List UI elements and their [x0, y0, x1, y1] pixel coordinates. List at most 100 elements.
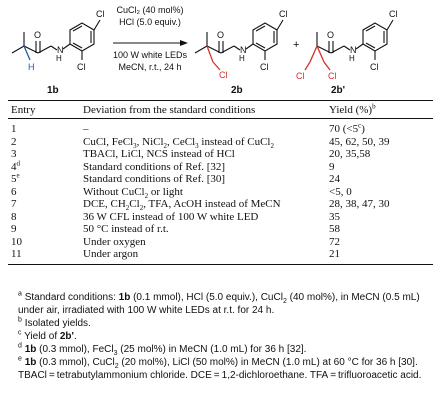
footnote-text: Yield of: [24, 331, 60, 342]
cl-atom: Cl: [96, 9, 105, 19]
reagent-line2: HCl (5.0 equiv.): [119, 17, 181, 27]
deviation-cell: TBACl, LiCl, NCS instead of HCl: [83, 148, 235, 160]
deviation-cell: 50 °C instead of r.t.: [83, 223, 169, 235]
deviation-cell: Under oxygen: [83, 235, 146, 248]
yield-cell: 45, 62, 50, 39: [329, 135, 390, 148]
entry-cell: 6: [11, 185, 17, 198]
deviation-cell: 36 W CFL instead of 100 W white LED: [83, 210, 259, 223]
footnote-subscript: 2: [282, 298, 287, 305]
col-header-entry: Entry: [8, 100, 81, 119]
footnotes: a Standard conditions: 1b (0.1 mmol), HC…: [8, 291, 436, 382]
cl-atom: Cl: [77, 62, 86, 72]
yield-cell: 70 (<5c): [329, 121, 365, 135]
footnote-e: e 1b (0.3 mmol), CuCl2 (20 mol%), LiCl (…: [8, 356, 436, 382]
footnote-subscript: 3: [113, 350, 118, 357]
table-row: 6 Without CuCl2 or light <5, 0: [8, 185, 433, 200]
footnote-b: b Isolated yields.: [8, 317, 436, 330]
footnote-mark: e: [18, 355, 22, 363]
o-atom: O: [327, 30, 334, 40]
col-header-deviation: Deviation from the standard conditions: [81, 100, 327, 119]
optimization-table: Entry Deviation from the standard condit…: [8, 100, 433, 265]
yield-cell: 20, 35,58: [329, 148, 371, 160]
yield-cell: <5, 0: [329, 185, 352, 198]
footnote-text: (25 mol%) in MeCN (1.0 mL) for 36 h [32]…: [117, 344, 307, 355]
substrate-label: 1b: [47, 85, 59, 96]
cl-atom-red: Cl: [219, 70, 228, 80]
reaction-scheme: O N H H Cl Cl 1b CuCl₂ (40 mol%) HCl (5.…: [11, 5, 398, 96]
plus-sign: +: [293, 39, 299, 51]
footnote-text: (0.1 mmol), HCl (5.0 equiv.), CuCl: [130, 292, 283, 303]
entry-cell: 8: [11, 210, 17, 223]
n-atom: N: [240, 45, 247, 55]
entry-cell: 3: [11, 148, 17, 160]
yield-cell: 28, 38, 47, 30: [329, 198, 390, 210]
deviation-cell: Without CuCl2 or light: [83, 185, 183, 200]
table-row: 3 TBACl, LiCl, NCS instead of HCl 20, 35,5…: [8, 148, 433, 161]
cl-atom: Cl: [389, 9, 398, 19]
footnote-text: (0.3 mmol), CuCl: [36, 357, 115, 368]
footnote-text: Isolated yields.: [24, 318, 91, 329]
footnote-mark: d: [18, 342, 22, 350]
header-footnote-mark: b: [372, 101, 376, 110]
footnote-mark: b: [18, 316, 22, 324]
footnote-d: d 1b (0.3 mmol), FeCl3 (25 mol%) in MeCN…: [8, 342, 436, 357]
deviation-cell: –: [83, 123, 89, 135]
footnote-c: c Yield of 2b'.: [8, 330, 436, 343]
footnote-text: Standard conditions:: [24, 292, 119, 303]
table-row: 8 36 W CFL instead of 100 W white LED 35: [8, 211, 433, 224]
entry-cell: 1: [11, 123, 17, 135]
yield-cell: 35: [329, 210, 340, 223]
n-atom: N: [57, 45, 64, 55]
yield-cell: 24: [329, 173, 340, 185]
h-atom: H: [349, 54, 355, 63]
cl-atom: Cl: [260, 62, 269, 72]
byproduct-2b-prime-structure: [304, 19, 394, 71]
yield-cell: 9: [329, 160, 335, 173]
entry-cell: 10: [11, 235, 22, 248]
yield-header-text: Yield (%): [329, 103, 373, 116]
yield-cell: 72: [329, 235, 340, 248]
footnote-text: .: [73, 331, 77, 342]
table-row: 7 DCE, CH2Cl2, TFA, AcOH instead of MeCN 2…: [8, 198, 433, 213]
cl-atom: Cl: [370, 62, 379, 72]
footnote-a: a Standard conditions: 1b (0.1 mmol), HC…: [8, 291, 436, 317]
footnote-text: (20 mol%), LiCl (50 mol%) in MeCN (1.0 m…: [18, 357, 422, 381]
compound-ref: 1b: [118, 292, 131, 303]
deviation-cell: Standard conditions of Ref. [30]: [83, 173, 226, 185]
substrate-1b-structure: [11, 19, 101, 61]
h-atom: H: [56, 54, 62, 63]
table-row: 10 Under oxygen 72: [8, 236, 433, 249]
deviation-cell: DCE, CH2Cl2, TFA, AcOH instead of MeCN: [83, 198, 281, 213]
compound-ref: 2b': [59, 331, 74, 342]
cl-atom-red: Cl: [296, 71, 305, 81]
entry-cell: 7: [11, 198, 17, 210]
product-label: 2b: [231, 85, 243, 96]
cl-atom-red: Cl: [328, 71, 337, 81]
col-header-yield: Yield (%)b: [327, 100, 433, 119]
yield-cell: 21: [327, 248, 433, 265]
deviation-cell: CuCl, FeCl3, NiCl2, CeCl3 instead of CuC…: [83, 135, 274, 150]
byproduct-label: 2b': [331, 85, 345, 96]
entry-cell: 11: [8, 248, 81, 265]
cl-atom: Cl: [279, 9, 288, 19]
footnote-mark: c: [18, 329, 22, 337]
table-header-row: Entry Deviation from the standard condit…: [8, 100, 433, 119]
n-atom: N: [350, 45, 357, 55]
compound-ref: 1b: [24, 357, 37, 368]
product-2b-structure: [194, 19, 284, 71]
footnote-text: (40 mol%), in MeCN (0.5 mL) under air, i…: [18, 292, 420, 316]
deviation-cell: Standard conditions of Ref. [32]: [83, 160, 226, 173]
condition-line1: 100 W white LEDs: [113, 50, 188, 60]
o-atom: O: [34, 30, 41, 40]
o-atom: O: [217, 30, 224, 40]
footnote-mark: a: [18, 290, 22, 298]
h-atom: H: [239, 54, 245, 63]
entry-cell: 9: [11, 223, 17, 235]
reagent-line1: CuCl₂ (40 mol%): [116, 5, 183, 15]
